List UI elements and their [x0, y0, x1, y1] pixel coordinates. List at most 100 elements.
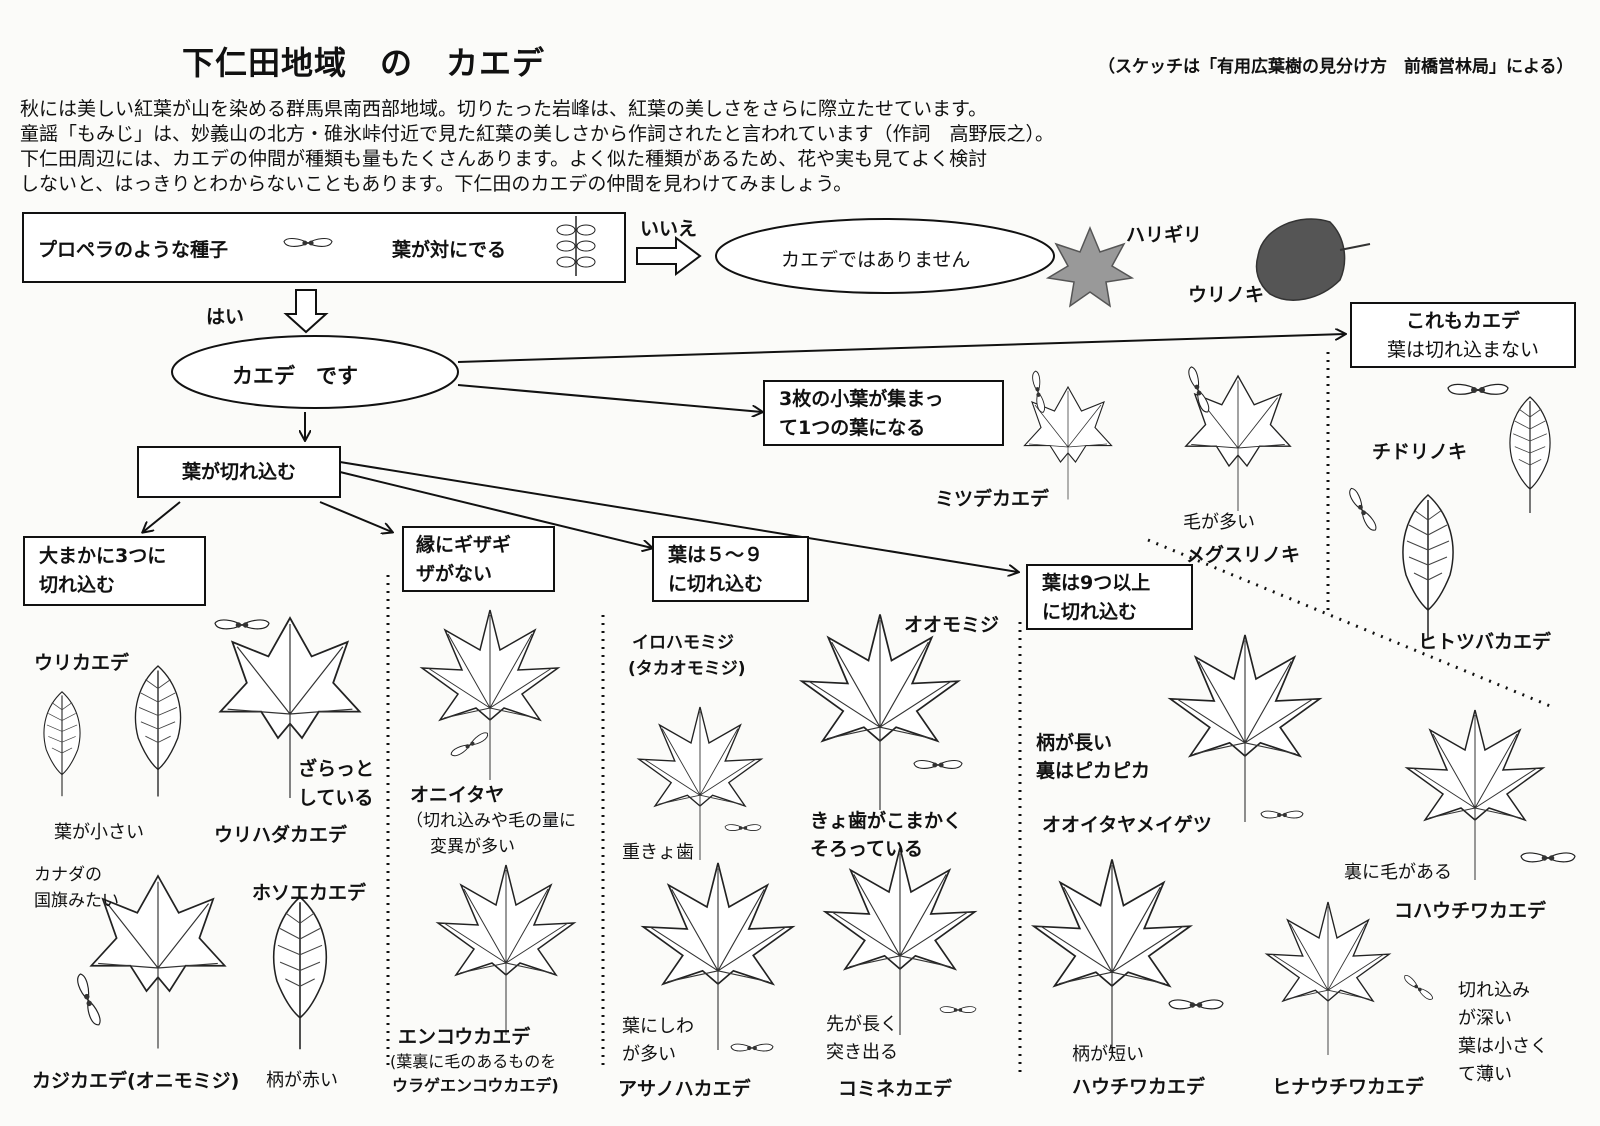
- no-serration-box: 縁にギザギ ザがない: [402, 526, 555, 592]
- oomomiji-leaf: [800, 613, 960, 811]
- not-maple-ellipse: [715, 218, 1055, 294]
- enkou-note: (葉裏に毛のあるものを: [390, 1052, 557, 1071]
- nine-plus-line: に切れ込む: [1042, 601, 1138, 623]
- maple-label: カエデ です: [232, 364, 358, 388]
- species-komine: コミネカエデ: [838, 1078, 953, 1100]
- hina-note: 切れ込み: [1458, 980, 1530, 1001]
- species-mitsude: ミツデカエデ: [935, 488, 1050, 510]
- hina-note: 葉は小さく: [1458, 1036, 1548, 1057]
- seed-icon: [214, 619, 270, 630]
- page-title: 下仁田地域 の カエデ: [182, 44, 546, 82]
- not-maple-label: カエデではありません: [781, 249, 971, 271]
- arrow-to-three-lobes: [143, 501, 181, 532]
- species-enkou: エンコウカエデ: [398, 1026, 531, 1048]
- nine-plus-line: 葉は9つ以上: [1042, 572, 1151, 594]
- also-maple-title: これもカエデ: [1405, 310, 1520, 332]
- credit-note: （スケッチは「有用広葉樹の見分け方 前橋営林局」による）: [1098, 57, 1574, 77]
- species-iroha: イロハモミジ: [632, 633, 734, 653]
- arrow-to-no-serration: [319, 501, 392, 532]
- intro-line: 童謡「もみじ」は、妙義山の北方・碓氷峠付近で見た紅葉の美しさから作詞されたと言わ…: [20, 123, 1054, 145]
- arrow-to-also-maple: [457, 334, 1345, 363]
- species-ooitaya: オオイタヤメイゲツ: [1042, 814, 1212, 836]
- species-chidori: チドリノキ: [1372, 441, 1468, 463]
- urinoki-label: ウリノキ: [1188, 284, 1265, 306]
- also-maple-box: これもカエデ 葉は切れ込まない: [1350, 302, 1576, 368]
- oomomiji-note: そろっている: [810, 838, 924, 860]
- hauchiwa-leaf: [1032, 858, 1192, 1056]
- species-megusuri: メグスリノキ: [1186, 544, 1301, 566]
- seed-icon: [1447, 383, 1509, 395]
- lobed-label: 葉が切れ込む: [181, 461, 296, 483]
- komine-note: 先が長く: [826, 1014, 898, 1035]
- megusuri-note: 毛が多い: [1183, 512, 1255, 533]
- no-serration-line: ザがない: [416, 563, 493, 585]
- urinoki-leaf: [1255, 218, 1346, 301]
- ooitaya-note: 柄が長い: [1036, 732, 1113, 754]
- hosoe-leaf: [272, 896, 328, 1051]
- asanoha-note: 葉にしわ: [622, 1016, 694, 1037]
- oniitaya-leaf: [421, 609, 559, 781]
- opposite-leaf-icon: [556, 216, 596, 276]
- species-kohauchiwa: コハウチワカエデ: [1394, 900, 1547, 922]
- species-oniitaya: オニイタヤ: [410, 784, 505, 806]
- species-hitotsuba: ヒトツバカエデ: [1418, 631, 1552, 653]
- intro-line: 下仁田周辺には、カエデの仲間が種類も量もたくさんあります。よく似た種類があるため…: [20, 148, 988, 170]
- oomomiji-note: きょ歯がこまかく: [810, 810, 963, 832]
- iroha-note: 重きょ歯: [622, 842, 694, 863]
- divider-dotted: [1147, 538, 1556, 710]
- oniitaya-note: 変異が多い: [430, 837, 515, 857]
- species-urikaede: ウリカエデ: [34, 652, 130, 674]
- five-nine-line: 葉は５～９: [668, 544, 764, 566]
- species-iroha-alt: (タカオモミジ): [628, 659, 746, 679]
- urikaede-leaf: [134, 665, 182, 798]
- trifoliate-line: て1つの葉になる: [779, 417, 926, 439]
- lobed-box: 葉が切れ込む: [137, 446, 341, 498]
- urikaede-note: 葉が小さい: [54, 822, 144, 843]
- intro-line: 秋には美しい紅葉が山を染める群馬県南西部地域。切りたった岩峰は、紅葉の美しさをさ…: [20, 98, 988, 120]
- nine-plus-box: 葉は9つ以上 に切れ込む: [1026, 564, 1193, 630]
- species-hina: ヒナウチワカエデ: [1272, 1076, 1425, 1098]
- kaji-note: 国旗みたい: [34, 891, 119, 911]
- species-kaji: カジカエデ(オニモミジ): [32, 1070, 240, 1092]
- ooitaya-note: 裏はピカピカ: [1036, 760, 1151, 782]
- five-nine-line: に切れ込む: [668, 573, 764, 595]
- trifoliate-line: 3枚の小葉が集まっ: [779, 388, 944, 410]
- species-hauchiwa: ハウチワカエデ: [1072, 1076, 1206, 1098]
- answer-no: いいえ: [640, 218, 698, 240]
- arrow-to-trifoliate: [457, 384, 762, 412]
- five-nine-box: 葉は５～９ に切れ込む: [652, 536, 809, 602]
- seed-icon: [730, 1043, 774, 1052]
- enkou-leaf: [437, 864, 575, 1036]
- seed-icon: [74, 972, 103, 1028]
- seed-icon: [939, 1006, 977, 1013]
- seed-icon: [1402, 973, 1435, 1002]
- enkou-note: ウラゲエンコウカエデ): [392, 1076, 559, 1095]
- answer-yes: はい: [206, 306, 245, 328]
- species-urihada: ウリハダカエデ: [214, 824, 348, 846]
- species-oomomiji: オオモミジ: [904, 614, 1000, 636]
- hitotsuba-leaf: [1402, 494, 1454, 641]
- urikaede-leaf: [43, 691, 81, 797]
- three-lobes-box: 大まかに3つに 切れ込む: [23, 536, 206, 606]
- seed-icon: [1186, 365, 1211, 415]
- no-serration-line: 縁にギザギ: [416, 534, 512, 556]
- hina-leaf: [1266, 901, 1390, 1056]
- question-leaf: 葉が対にでる: [392, 239, 507, 261]
- ooitaya-leaf: [1169, 634, 1321, 823]
- maple-ellipse: [171, 335, 459, 409]
- also-maple-sub: 葉は切れ込まない: [1386, 339, 1539, 361]
- intro-text: 秋には美しい紅葉が山を染める群馬県南西部地域。切りたった岩峰は、紅葉の美しさをさ…: [20, 97, 1054, 197]
- trifoliate-box: 3枚の小葉が集まっ て1つの葉になる: [763, 380, 1004, 446]
- kaji-note-red-stalk: 柄が赤い: [266, 1070, 338, 1091]
- species-hosoe: ホソエカエデ: [252, 882, 367, 904]
- seed-icon: [449, 730, 491, 759]
- kohauchiwa-note: 裏に毛がある: [1344, 862, 1452, 883]
- three-lobes-line: 切れ込む: [39, 574, 116, 596]
- question-box: [22, 212, 626, 283]
- urihada-note: ざらっと: [298, 758, 375, 780]
- arrow-to-five-nine: [339, 471, 652, 548]
- urihada-note: している: [298, 787, 374, 809]
- hina-note: て薄い: [1458, 1064, 1512, 1085]
- harigiri-label: ハリギリ: [1126, 224, 1203, 246]
